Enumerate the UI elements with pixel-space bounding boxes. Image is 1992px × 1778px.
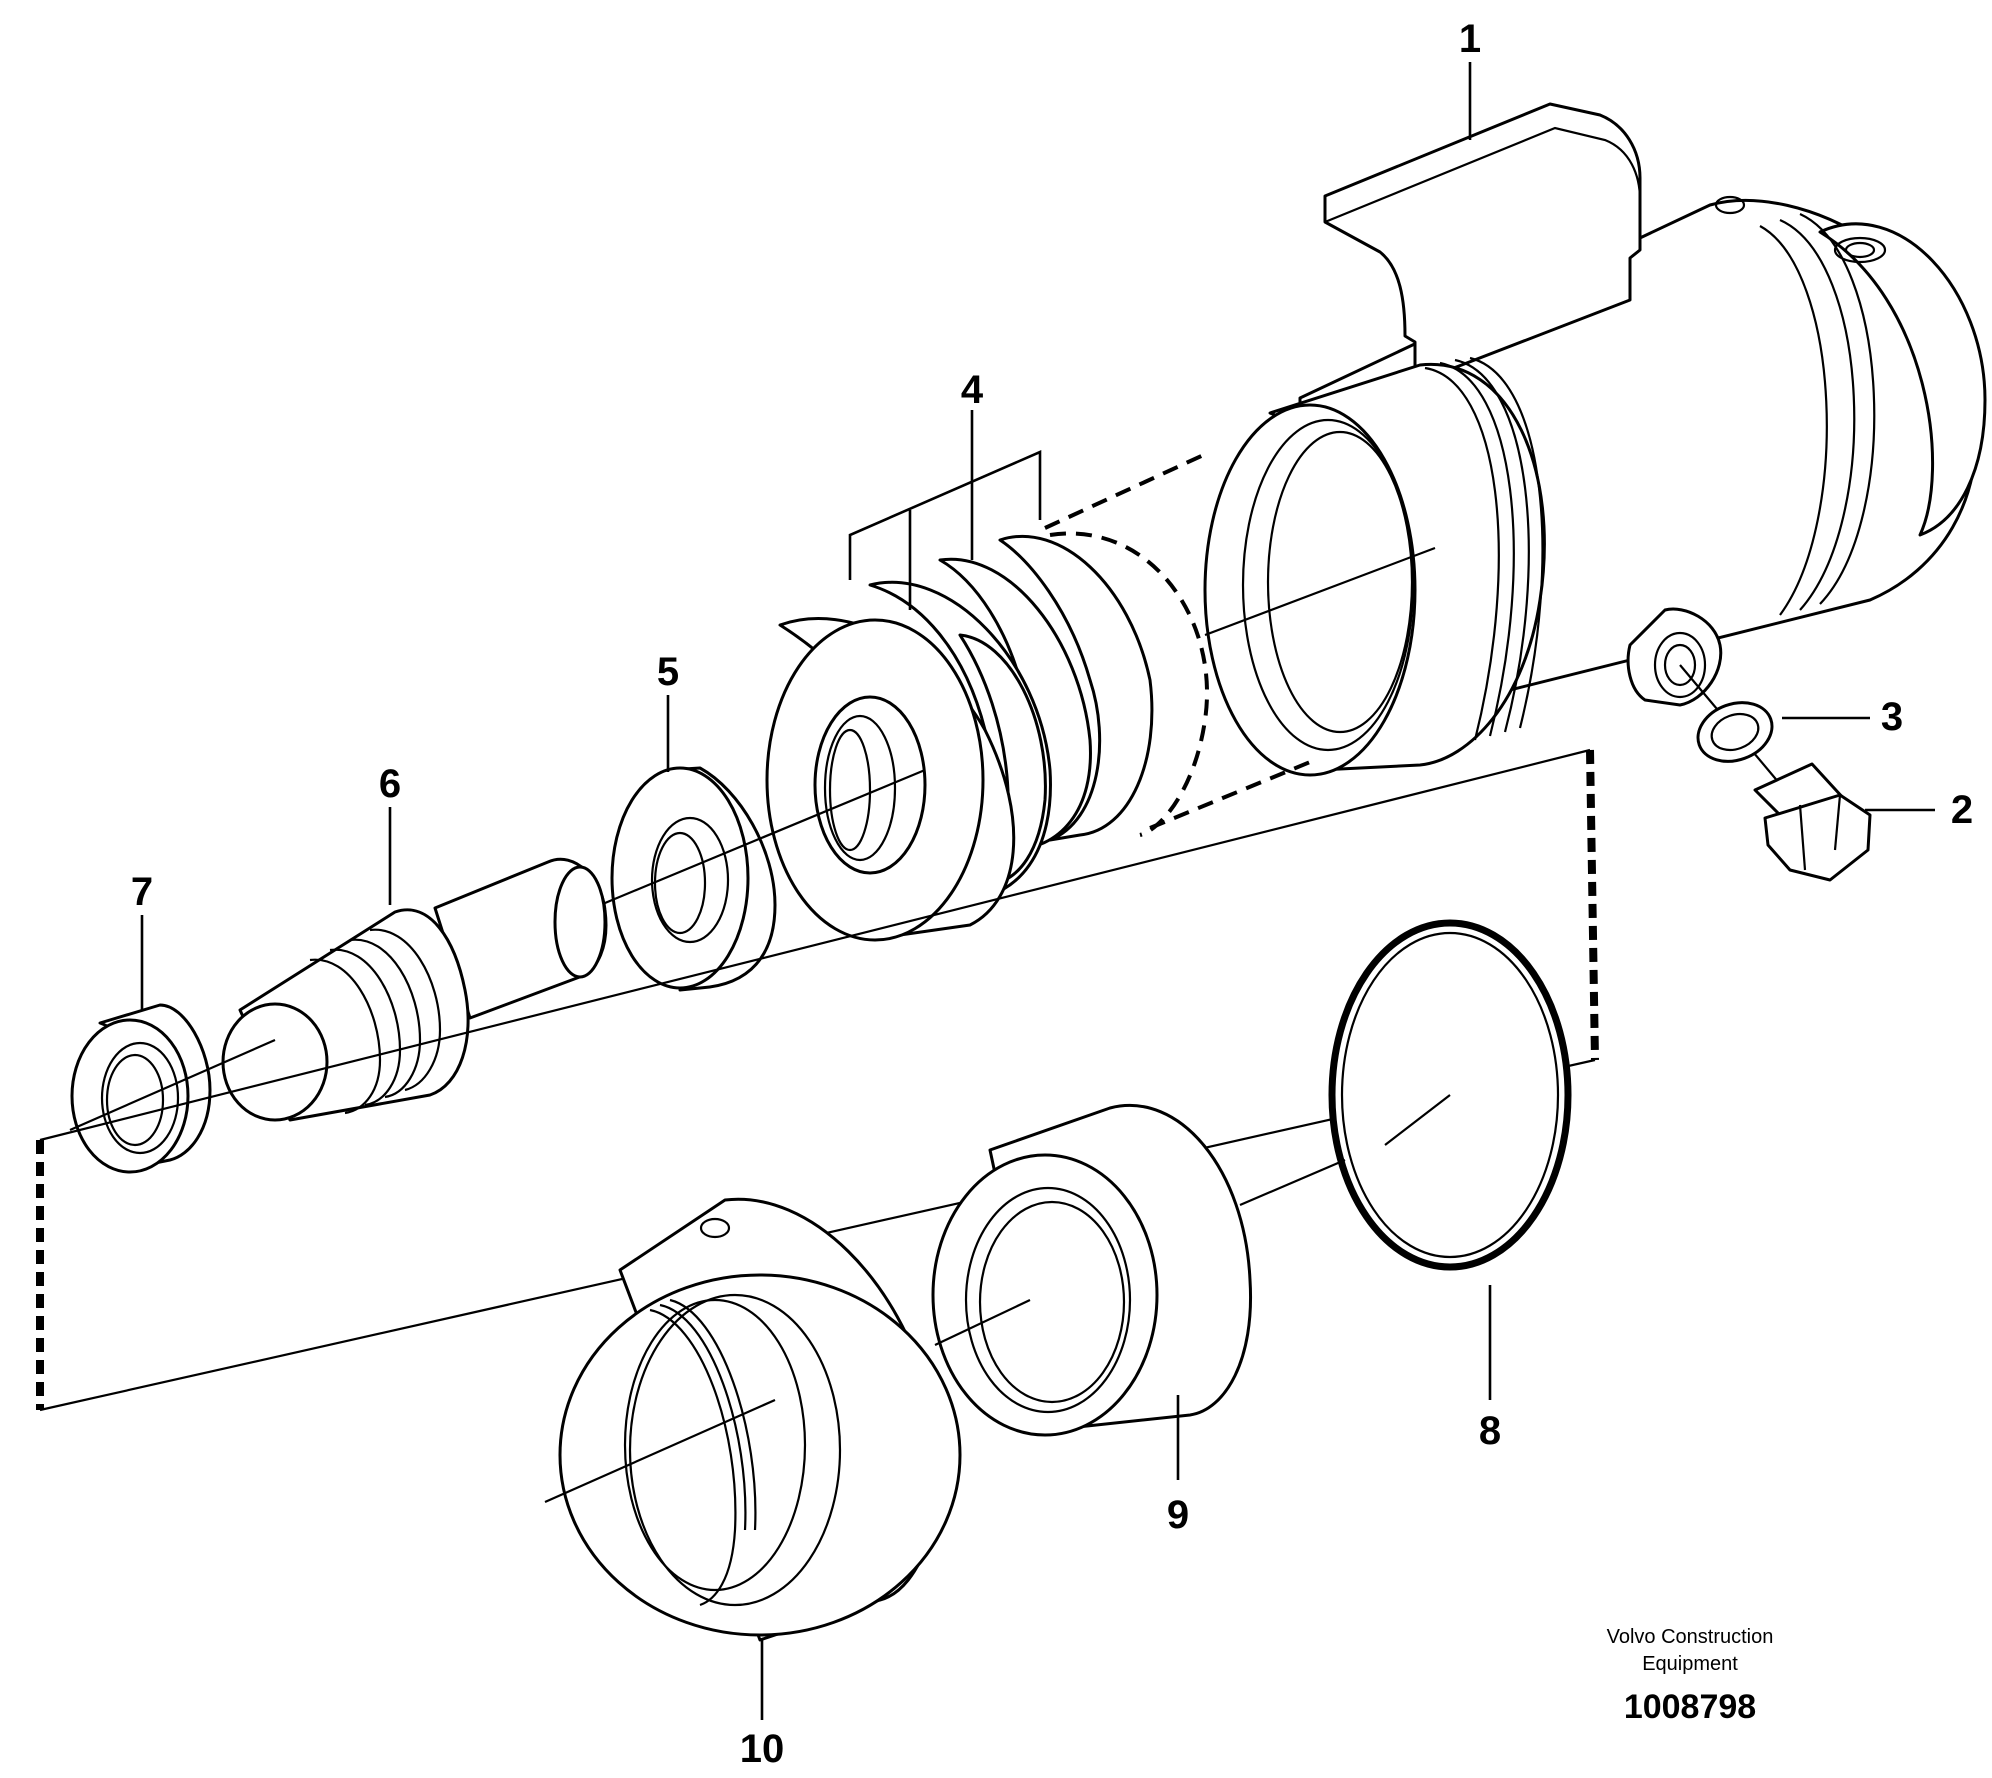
part-1-cylinder-housing (1203, 102, 1987, 777)
brand-line-1: Volvo Construction (1607, 1626, 1774, 1648)
callout-6: 6 (379, 762, 401, 806)
callout-10: 10 (740, 1727, 785, 1771)
part-9-guide-bushing (931, 1104, 1253, 1437)
callout-7: 7 (131, 870, 153, 914)
callout-9: 9 (1167, 1493, 1189, 1537)
callout-5: 5 (657, 650, 679, 694)
part-7-wiper-seal (70, 1003, 212, 1174)
part-2-drain-plug (1753, 762, 1872, 882)
part-5-seal-ring (610, 766, 777, 992)
part-3-washer (1696, 701, 1774, 763)
document-number: 1008798 (1624, 1688, 1756, 1726)
callout-labels: 1 2 3 4 5 6 7 8 9 10 (131, 17, 1973, 1771)
brand-line-2: Equipment (1642, 1653, 1738, 1675)
leader-lines (140, 62, 1935, 1720)
part-6-rod-end (221, 857, 608, 1122)
callout-8: 8 (1479, 1409, 1501, 1453)
part-4-piston-assembly (765, 534, 1154, 942)
callout-4: 4 (961, 368, 984, 412)
callout-3: 3 (1881, 695, 1903, 739)
callout-2: 2 (1951, 788, 1973, 832)
part-10-gland-nut (558, 1197, 962, 1642)
callout-1: 1 (1459, 17, 1481, 61)
diagram-footer: Volvo Construction Equipment 1008798 (1607, 1626, 1774, 1726)
